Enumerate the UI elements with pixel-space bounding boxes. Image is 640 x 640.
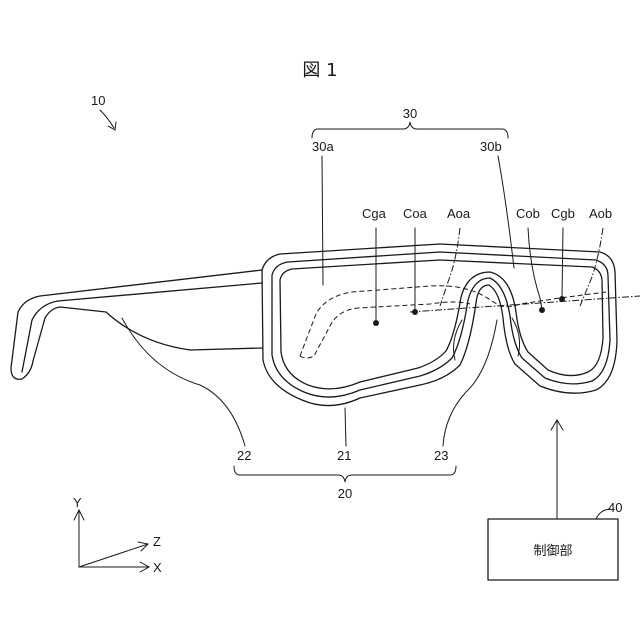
device-leader [100,110,114,128]
z-axis [79,544,148,567]
cgb-point [559,296,565,302]
z-axis-label: Z [153,534,161,549]
display-unit-label: 30 [403,106,417,121]
display-region-left-inner-dashed [300,302,470,358]
coordinate-axes: Y Z X [73,495,162,575]
cga-point [373,320,379,326]
aoa-leader [440,228,460,306]
cob-point [539,307,545,313]
display-right-label: 30b [480,139,502,154]
frame-callouts: 22 21 23 [122,318,497,463]
rim-label: 21 [337,448,351,463]
right-eye-callouts: Cob Cgb Aob [516,206,612,313]
goggle-frame [262,244,617,406]
display-left-leader [322,156,323,285]
rim-leader [345,408,346,446]
figure-title: 図 1 [302,60,337,81]
cgb-leader [562,228,563,299]
device-label: 10 [91,93,105,108]
cga-label: Cga [362,206,387,221]
display-right-leader [498,156,514,268]
controller-block: 制御部 40 [488,420,622,580]
left-eye-callouts: Cga Coa Aoa [362,206,471,326]
controller-label: 制御部 [533,544,572,559]
temple-leader [122,318,245,446]
bridge-label: 23 [434,448,448,463]
temple-label: 22 [237,448,251,463]
coa-label: Coa [403,206,428,221]
coa-point [412,309,418,315]
temple-arm [11,270,262,379]
controller-ref-label: 40 [608,500,622,515]
x-axis-label: X [153,560,162,575]
frame-brace: 20 [234,466,456,501]
cob-label: Cob [516,206,540,221]
frame-label: 20 [338,486,352,501]
cob-leader [528,228,542,309]
aob-label: Aob [589,206,612,221]
cgb-label: Cgb [551,206,575,221]
device-arrowhead [108,122,116,130]
y-axis-label: Y [73,495,82,510]
optical-axis-line [410,296,640,312]
device-reference: 10 [91,93,116,130]
display-region-left-dashed [300,286,606,356]
display-left-label: 30a [312,139,334,154]
aoa-label: Aoa [447,206,471,221]
display-brace: 30 30a 30b [312,106,508,154]
